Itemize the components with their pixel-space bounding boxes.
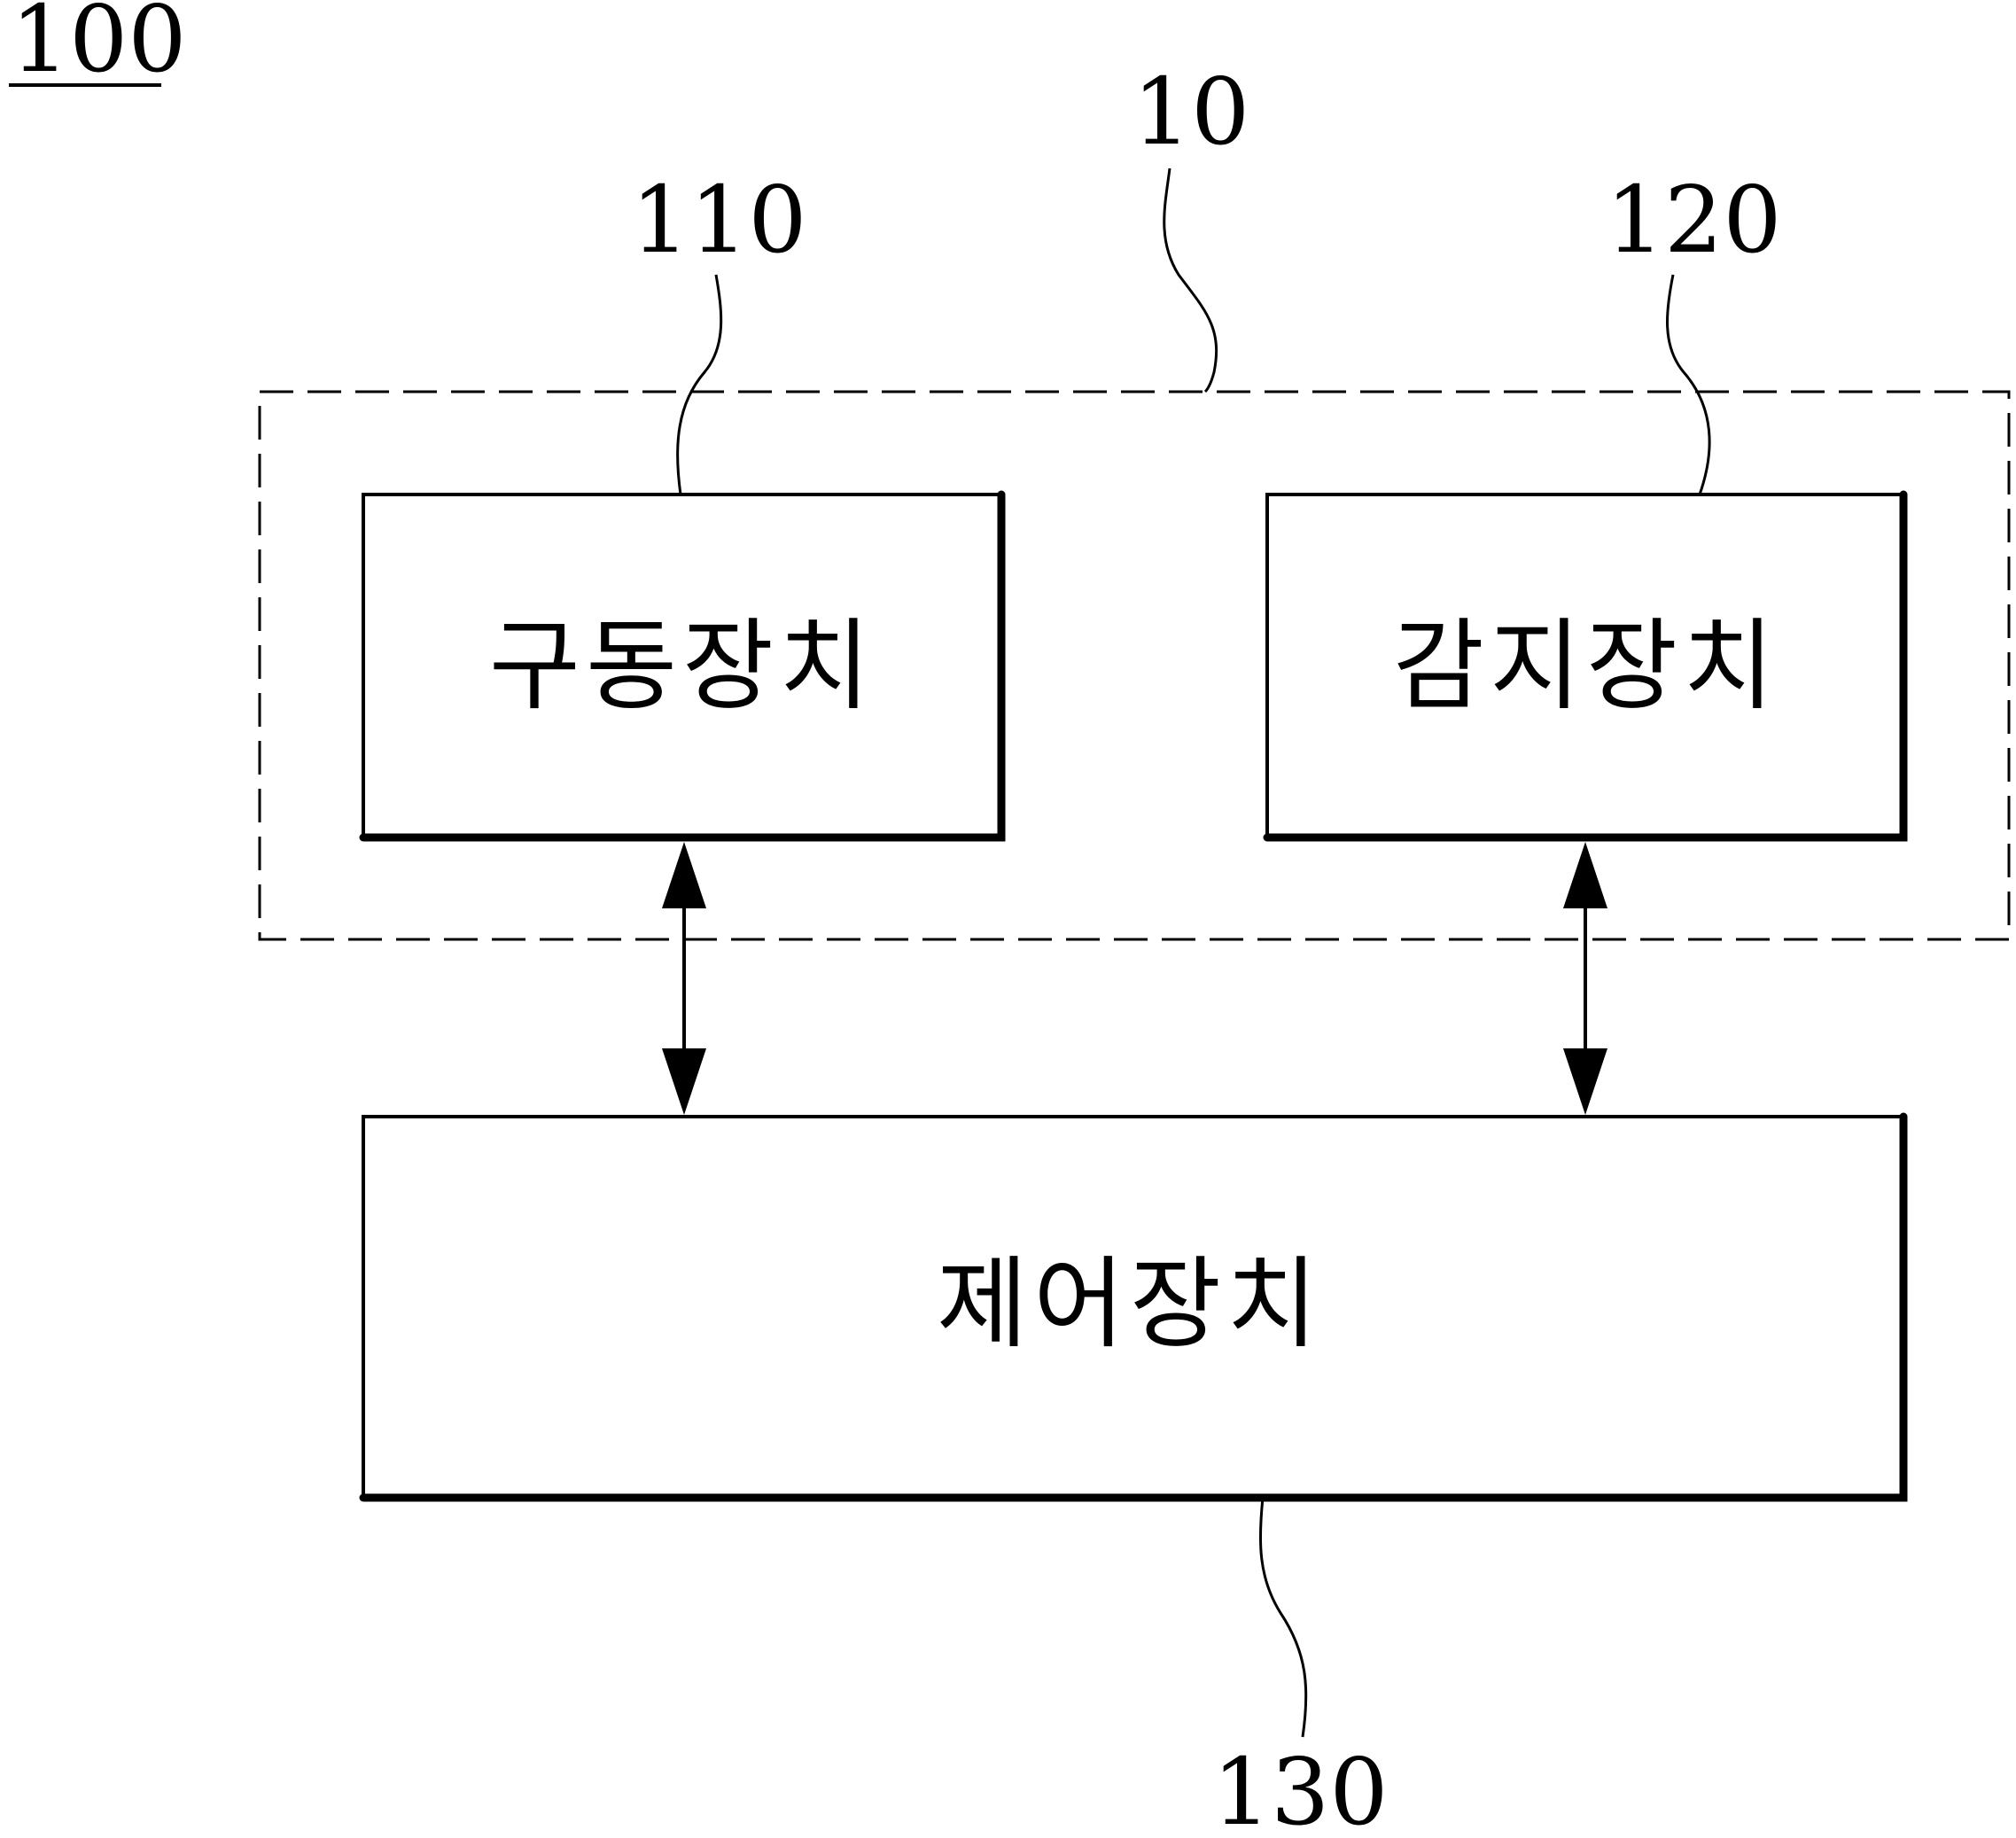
sensor-block-edge-thin bbox=[1265, 493, 1903, 837]
drive-control-arrow bbox=[662, 842, 706, 1115]
drive-block-edge-thick bbox=[359, 490, 1006, 842]
sensor-control-arrow bbox=[1563, 842, 1607, 1115]
drive-control-arrowhead-down bbox=[662, 1048, 706, 1115]
drive-leader-line bbox=[676, 274, 723, 495]
control-block-edge-thick bbox=[359, 1112, 1908, 1502]
drive-control-arrowhead-up bbox=[662, 842, 706, 908]
sensor-ref-label: 120 bbox=[1606, 166, 1782, 274]
drive-ref-label: 110 bbox=[631, 166, 807, 274]
sensor-control-arrowhead-down bbox=[1563, 1048, 1607, 1115]
drive-block-edge-thin bbox=[362, 493, 1001, 837]
drive-block: 구동장치 bbox=[359, 490, 1006, 842]
control-ref-label: 130 bbox=[1212, 1738, 1389, 1838]
drive-block-label: 구동장치 bbox=[489, 609, 876, 724]
sensor-block: 감지장치 bbox=[1263, 490, 1908, 842]
control-block-label: 제어장치 bbox=[937, 1247, 1323, 1362]
sensor-control-arrowhead-up bbox=[1563, 842, 1607, 908]
control-block: 제어장치 bbox=[359, 1112, 1908, 1502]
control-block-edge-thin bbox=[362, 1115, 1903, 1498]
system-ref-label: 100 bbox=[11, 0, 187, 93]
sensor-leader-line bbox=[1665, 274, 1711, 495]
group-leader-line bbox=[1163, 167, 1218, 393]
sensor-block-edge-thick bbox=[1263, 490, 1908, 842]
group-boundary bbox=[258, 390, 2011, 941]
sensor-block-label: 감지장치 bbox=[1393, 609, 1779, 724]
control-leader-line bbox=[1258, 1497, 1308, 1738]
group-ref-label: 10 bbox=[1133, 58, 1249, 166]
